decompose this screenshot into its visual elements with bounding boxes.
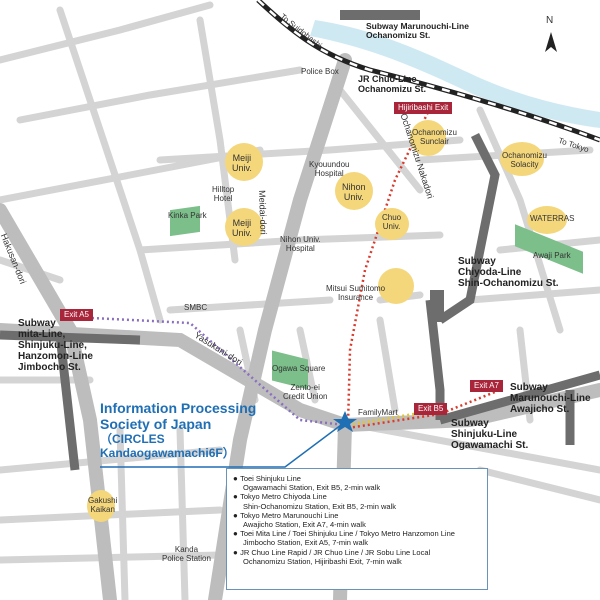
dot-gakushi [87, 490, 115, 522]
destination-name-4: Kandaogawamachi6F） [100, 446, 235, 460]
dot-meiji-1 [225, 143, 263, 181]
place-zento-ei: Zento-ei Credit Union [283, 383, 328, 401]
station-marunouchi-ochanomizu: Subway Marunouchi-Line Ochanomizu St. [366, 21, 469, 40]
place-nihon-univ: Nihon Univ. [342, 182, 366, 202]
kanda-river [310, 20, 600, 128]
dot-nihon-univ [335, 172, 373, 210]
place-ochanomizu-sunclair: Ochanomizu Sunclair [412, 128, 457, 146]
station-awajicho: Subway Marunouchi-Line Awajicho St. [510, 382, 591, 415]
access-item: ● JR Chuo Line Rapid / JR Chuo Line / JR… [233, 547, 431, 557]
access-line: Toei Mita Line / Toei Shinjuku Line / To… [240, 529, 455, 539]
place-familymart: FamilyMart [358, 408, 398, 417]
access-detail: Shin-Ochanomizu Station, Exit B5, 2-min … [243, 501, 396, 511]
station-jr-ochanomizu: JR Chuo-Line Ochanomizu St. [358, 74, 427, 94]
access-item: ● Toei Mita Line / Toei Shinjuku Line / … [233, 529, 455, 539]
compass-label: N [546, 15, 554, 26]
access-item: ● Toei Shinjuku Line [233, 474, 301, 483]
place-mitsui-sumitomo: Mitsui Sumitomo Insurance [326, 284, 386, 302]
route-from-a7 [347, 388, 501, 430]
place-meiji-univ-2: Meiji Univ. [232, 218, 252, 238]
dot-mitsui [378, 268, 414, 304]
dot-waterras [527, 206, 567, 234]
route-from-b5 [347, 408, 441, 427]
exit-a5: Exit A5 [60, 309, 93, 321]
access-item: ● Tokyo Metro Marunouchi Line [233, 510, 339, 520]
place-meiji-univ-1: Meiji Univ. [232, 153, 252, 173]
place-kinka-park: Kinka Park [168, 211, 207, 220]
place-kanda-police: Kanda Police Station [162, 545, 211, 563]
place-gakushi-kaikan: Gakushi Kaikan [88, 496, 118, 514]
dot-chuo-univ [375, 208, 409, 240]
dot-meiji-2 [225, 208, 263, 246]
access-detail: Jimbocho Station, Exit A5, 7-min walk [243, 538, 369, 548]
destination-name-2: Society of Japan [100, 416, 212, 432]
access-detail: Ogawamachi Station, Exit B5, 2-min walk [243, 483, 381, 493]
place-chuo-univ: Chuo Univ. [382, 213, 402, 231]
access-detail: Ochanomizu Station, Hijiribashi Exit, 7-… [243, 556, 402, 566]
access-line: Toei Shinjuku Line [240, 474, 301, 483]
access-line: Tokyo Metro Chiyoda Line [240, 492, 327, 502]
access-info-box: ● Toei Shinjuku Line Ogawamachi Station,… [226, 468, 488, 590]
access-line: JR Chuo Line Rapid / JR Chuo Line / JR S… [240, 547, 431, 557]
station-chiyoda-shin-ochanomizu: Subway Chiyoda-Line Shin-Ochanomizu St. [458, 256, 559, 289]
route-from-hijiribashi [346, 107, 432, 426]
marunouchi-awajicho [438, 370, 600, 425]
destination-pointer [100, 421, 346, 468]
marunouchi-ochanomizu-platform [340, 10, 420, 20]
exit-a7: Exit A7 [470, 380, 503, 392]
jr-chuo-line [257, 0, 600, 142]
exit-hijiribashi: Hijiribashi Exit [394, 102, 453, 114]
destination-name-1: Information Processing [100, 400, 257, 416]
road-meidai-dori: Meidai-dori [257, 190, 269, 235]
destination-star [333, 411, 357, 432]
place-hilltop-hotel: Hilltop Hotel [212, 185, 235, 203]
destination-label: Information Processing Society of Japan … [100, 400, 256, 460]
access-line: Tokyo Metro Marunouchi Line [240, 510, 339, 520]
place-police-box: Police Box [301, 67, 339, 76]
place-kyouundou-hospital: Kyouundou Hospital [309, 160, 350, 178]
destination-name-3: （CIRCLES [100, 432, 165, 446]
place-awaji-park: Awaji Park [533, 251, 571, 260]
jimbocho-line-b [55, 334, 80, 471]
jimbocho-line-a [0, 330, 141, 345]
place-ogawa-square: Ogawa Square [272, 364, 326, 373]
exit-b5: Exit B5 [414, 403, 448, 415]
route-from-a5 [91, 316, 346, 427]
station-ogawamachi: Subway Shinjuku-Line Ogawamachi St. [451, 418, 529, 451]
dot-solacity [500, 142, 544, 176]
dot-sunclair [410, 120, 446, 156]
yasukuni-dori-east [338, 383, 600, 432]
compass-arrow [545, 32, 557, 52]
place-smbc: SMBC [184, 303, 208, 312]
place-waterras: WATERRAS [530, 214, 575, 223]
station-jimbocho: Subway mita-Line, Shinjuku-Line, Hanzomo… [18, 318, 93, 373]
place-ochanomizu-solacity: Ochanomizu Solacity [502, 151, 547, 169]
place-nihon-univ-hospital: Nihon Univ. Hospital [280, 235, 321, 253]
access-detail: Awajicho Station, Exit A7, 4-min walk [243, 520, 366, 530]
access-item: ● Tokyo Metro Chiyoda Line [233, 492, 327, 502]
chiyoda-line [437, 132, 500, 324]
